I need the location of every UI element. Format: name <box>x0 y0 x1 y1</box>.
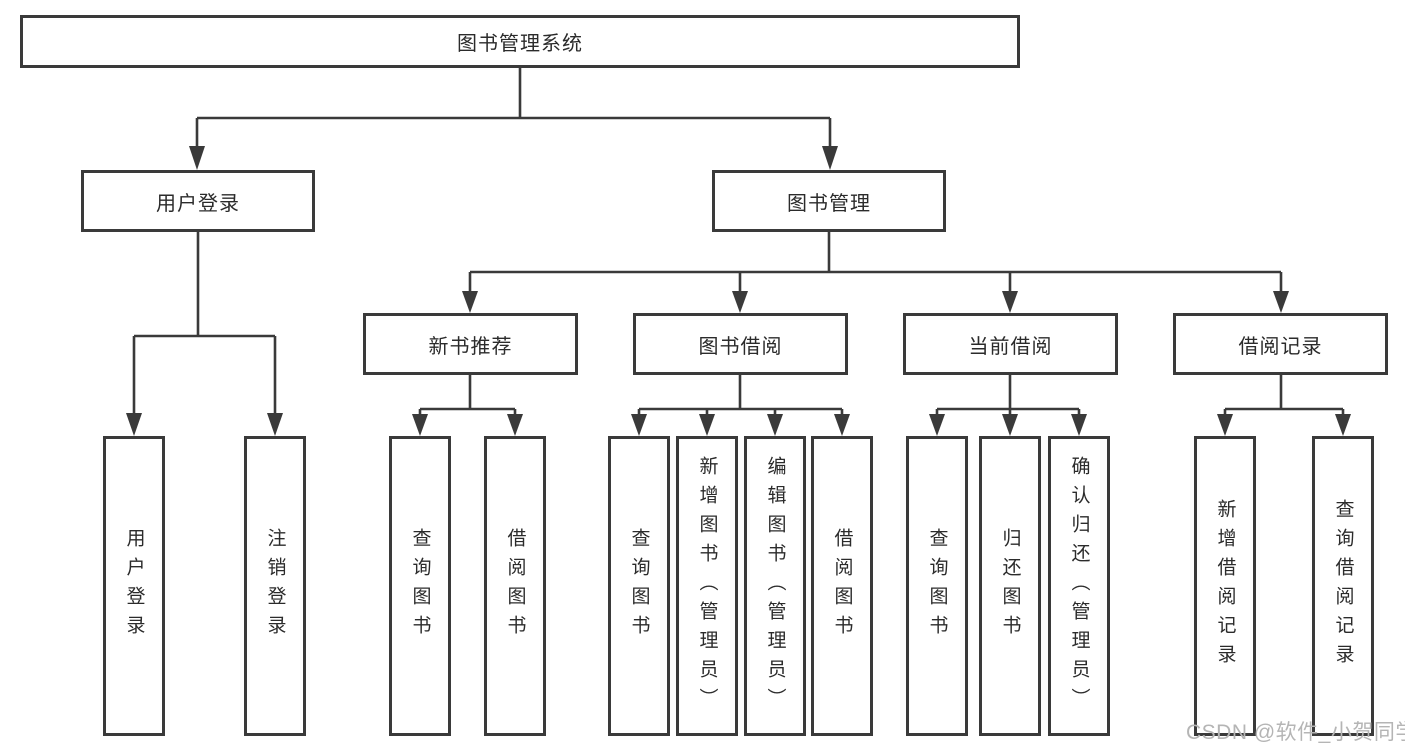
node-label: 编辑图书（管理员） <box>764 455 786 717</box>
leaf-query-books-2: 查询图书 <box>608 436 670 736</box>
node-label: 图书管理 <box>787 192 871 215</box>
leaf-user-login: 用户登录 <box>103 436 165 736</box>
leaf-query-books: 查询图书 <box>389 436 451 736</box>
node-label: 当前借阅 <box>968 335 1053 358</box>
leaf-add-borrow-record: 新增借阅记录 <box>1194 436 1256 736</box>
node-label: 新增借阅记录 <box>1214 499 1236 673</box>
node-label: 注销登录 <box>264 528 286 644</box>
node-label: 图书管理系统 <box>457 33 583 55</box>
node-label: 图书借阅 <box>698 335 783 358</box>
node-label: 查询图书 <box>409 528 431 644</box>
node-book-management: 图书管理 <box>712 170 946 232</box>
arrowheads <box>126 146 1351 436</box>
node-current-borrowing: 当前借阅 <box>903 313 1118 375</box>
node-borrowing-records: 借阅记录 <box>1173 313 1388 375</box>
leaf-query-books-3: 查询图书 <box>906 436 968 736</box>
leaf-edit-books-admin: 编辑图书（管理员） <box>744 436 806 736</box>
leaf-return-books: 归还图书 <box>979 436 1041 736</box>
node-label: 新书推荐 <box>428 335 513 358</box>
node-label: 用户登录 <box>123 528 145 644</box>
node-label: 查询借阅记录 <box>1332 499 1354 673</box>
node-label: 查询图书 <box>628 528 650 644</box>
node-label: 确认归还（管理员） <box>1068 455 1090 717</box>
node-book-borrowing: 图书借阅 <box>633 313 848 375</box>
node-label: 借阅图书 <box>504 528 526 644</box>
node-user-login: 用户登录 <box>81 170 315 232</box>
node-label: 查询图书 <box>926 528 948 644</box>
leaf-query-borrow-record: 查询借阅记录 <box>1312 436 1374 736</box>
leaf-logout: 注销登录 <box>244 436 306 736</box>
node-label: 借阅记录 <box>1238 335 1323 358</box>
node-label: 归还图书 <box>999 528 1021 644</box>
leaf-borrow-books: 借阅图书 <box>484 436 546 736</box>
node-library-management-system: 图书管理系统 <box>20 15 1020 68</box>
node-new-book-recommendation: 新书推荐 <box>363 313 578 375</box>
node-label: 借阅图书 <box>831 528 853 644</box>
leaf-borrow-books-2: 借阅图书 <box>811 436 873 736</box>
node-label: 新增图书（管理员） <box>696 455 718 717</box>
leaf-confirm-return-admin: 确认归还（管理员） <box>1048 436 1110 736</box>
node-label: 用户登录 <box>156 192 240 215</box>
csdn-watermark: CSDN @软件_小贺同学 <box>1186 721 1405 744</box>
leaf-add-books-admin: 新增图书（管理员） <box>676 436 738 736</box>
